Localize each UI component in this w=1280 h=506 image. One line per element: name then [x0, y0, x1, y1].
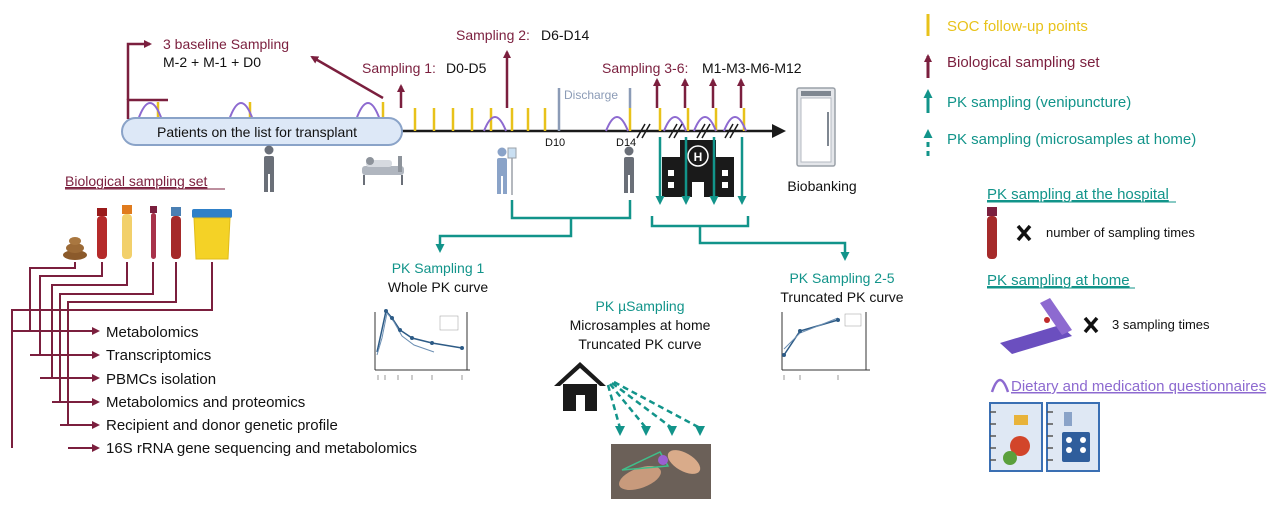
biobanking-label: Biobanking	[787, 178, 856, 194]
discharge-label: Discharge	[564, 88, 618, 102]
bio-item-pbmcs: PBMCs isolation	[106, 371, 216, 388]
patient-list-label: Patients on the list for transplant	[157, 124, 357, 140]
sampling36-label: Sampling 3-6:	[602, 60, 688, 76]
pk-sampling1-title: PK Sampling 1	[392, 260, 485, 276]
legend-pk-hospital-title: PK sampling at the hospital	[987, 186, 1169, 203]
bio-item-transcriptomics: Transcriptomics	[106, 347, 211, 364]
bio-sampling-panel: Biological sampling set	[11, 173, 417, 457]
bio-item-16s-rrna: 16S rRNA gene sequencing and metabolomic…	[106, 440, 417, 457]
pk-sampling1-subtitle: Whole PK curve	[388, 279, 489, 295]
legend-num-sampling: number of sampling times	[1046, 225, 1195, 240]
sampling1-label: Sampling 1:	[362, 60, 436, 76]
questionnaire-legend-icon	[990, 378, 1010, 393]
patient-list-pill	[121, 117, 403, 146]
tube-red-icon	[97, 208, 107, 259]
bio-sampling-arrows	[397, 50, 745, 108]
bio-panel-title: Biological sampling set	[65, 173, 208, 189]
diet-notebook-icon	[989, 402, 1043, 472]
baseline-subtitle: M-2 + M-1 + D0	[163, 54, 261, 70]
sampling36-range: M1-M3-M6-M12	[702, 60, 802, 76]
microsampler-device-icon	[1000, 298, 1072, 354]
legend-soc: SOC follow-up points	[947, 18, 1088, 35]
pk-sampling1-panel: PK Sampling 1 Whole PK curve	[374, 260, 489, 380]
tube-blue-icon	[171, 207, 181, 259]
pk-micro-title: PK µSampling	[596, 298, 685, 314]
pk-sampling25-panel: PK Sampling 2-5 Truncated PK curve	[780, 270, 904, 380]
freezer-icon	[796, 87, 836, 167]
questionnaire-arcs	[137, 102, 747, 132]
microsampling-photo	[611, 444, 711, 499]
bio-item-metabolomics: Metabolomics	[106, 324, 199, 341]
hospital-bed-icon	[362, 156, 404, 185]
bio-bracket-lines	[11, 262, 213, 452]
pk-micro-subtitle1: Microsamples at home	[570, 317, 711, 333]
stool-icon	[63, 237, 87, 260]
pk-connectors	[435, 137, 850, 261]
break-marks	[636, 123, 739, 139]
bio-item-genetic-profile: Recipient and donor genetic profile	[106, 417, 338, 434]
medication-notebook-icon	[1046, 402, 1100, 472]
legend-pk-micro: PK sampling (microsamples at home)	[947, 131, 1196, 148]
times-icon	[1016, 224, 1032, 242]
tube-thin-icon	[150, 206, 157, 259]
d14-label: D14	[616, 137, 636, 149]
tube-orange-icon	[122, 205, 132, 259]
legend-pk-veni: PK sampling (venipuncture)	[947, 94, 1131, 111]
bio-item-metab-proteomics: Metabolomics and proteomics	[106, 394, 305, 411]
home-icon	[554, 362, 606, 411]
pk-curve-chart-2	[781, 312, 870, 380]
timeline: Patients on the list for transplant 3 ba…	[121, 27, 857, 197]
legend-pk-home-title: PK sampling at home	[987, 272, 1130, 289]
discharged-patient-icon	[624, 146, 634, 193]
timeline-arrowhead	[772, 124, 786, 138]
legend-three-times: 3 sampling times	[1112, 317, 1210, 332]
home-dashed-arrows	[606, 380, 701, 430]
pk-sampling25-title: PK Sampling 2-5	[789, 270, 894, 286]
waiting-patient-icon	[264, 145, 274, 192]
baseline-title: 3 baseline Sampling	[163, 36, 289, 52]
d10-label: D10	[545, 137, 565, 149]
pk-sampling25-subtitle: Truncated PK curve	[780, 289, 903, 305]
sampling2-label: Sampling 2:	[456, 27, 530, 43]
legend-questionnaires: Dietary and medication questionnaires	[1011, 378, 1266, 395]
urine-cup-icon	[192, 209, 232, 260]
pk-microsampling-panel: PK µSampling Microsamples at home Trunca…	[554, 298, 711, 499]
times-icon-2	[1083, 316, 1099, 334]
hospital-letter: H	[694, 150, 703, 164]
iv-patient-icon	[497, 147, 517, 195]
hospital-icon: H	[662, 140, 734, 197]
legend: SOC follow-up points Biological sampling…	[923, 14, 1266, 472]
baseline-arrow	[126, 40, 152, 100]
legend-bio-set: Biological sampling set	[947, 54, 1100, 71]
pk-micro-subtitle2: Truncated PK curve	[578, 336, 701, 352]
sampling2-range: D6-D14	[541, 27, 589, 43]
pk-curve-chart-1	[374, 309, 470, 380]
sampling1-range: D0-D5	[446, 60, 487, 76]
blood-tube-icon	[987, 207, 997, 259]
soc-ticks	[156, 102, 746, 131]
baseline-diagonal-arrow	[310, 55, 384, 100]
